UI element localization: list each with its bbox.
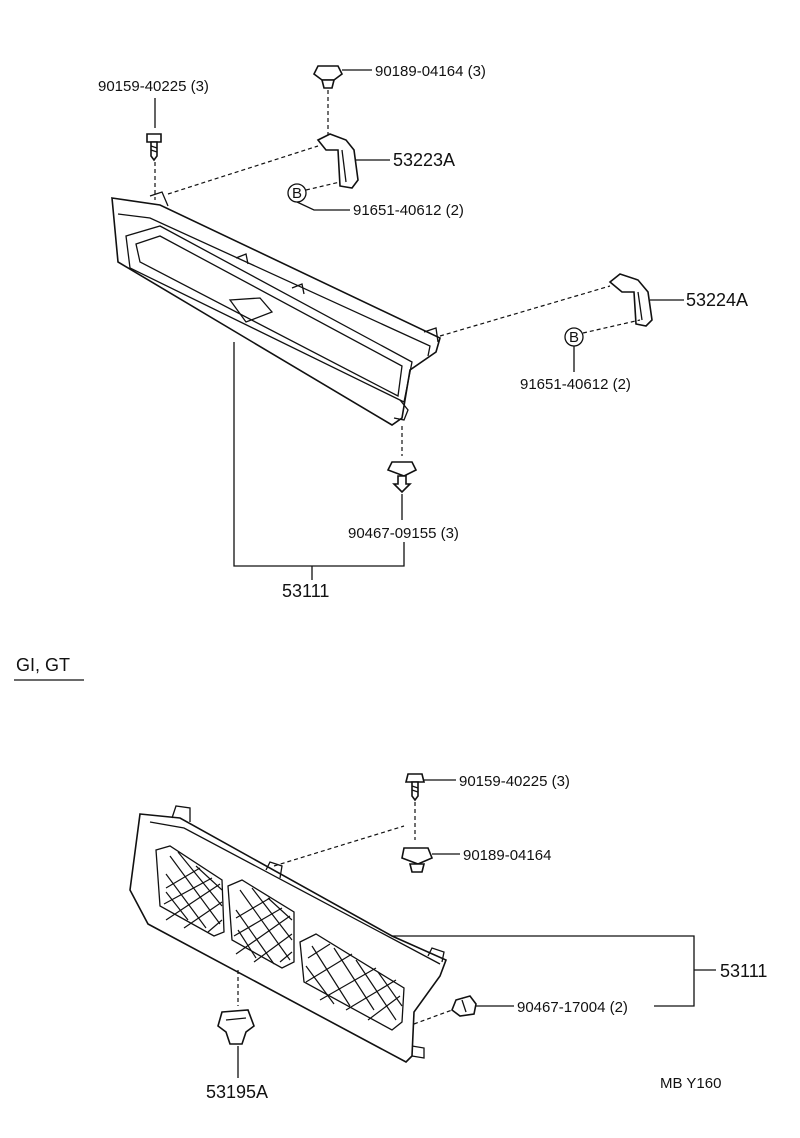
bolt-top-left-icon <box>146 133 162 162</box>
bottom-assembly: 90159-40225 (3) 90189-04164 53111 90467-… <box>129 773 767 1102</box>
marker-b-right-text: B <box>569 329 579 346</box>
label-screw-right: 91651-40612 (2) <box>520 376 631 393</box>
marker-b-left-text: B <box>292 185 302 202</box>
grille-top <box>111 191 441 426</box>
grille-bottom <box>129 805 448 1063</box>
marker-b-right-icon: B <box>564 327 584 347</box>
label-bolt-bottom: 90159-40225 (3) <box>459 773 570 790</box>
label-bracket-bottom: 53195A <box>206 1082 268 1102</box>
clip-bottom-icon <box>401 847 434 873</box>
label-bracket-right: 53224A <box>686 290 748 310</box>
variant-section: GI, GT <box>14 655 84 681</box>
label-screw-left: 91651-40612 (2) <box>353 202 464 219</box>
top-assembly: B B 90159-40225 (3) 90189-04164 (3) 5322… <box>98 63 748 601</box>
bracket-right-icon <box>608 273 653 327</box>
label-bracket-left: 53223A <box>393 150 455 170</box>
label-retainer: 90467-17004 (2) <box>517 999 628 1016</box>
label-bolt-top-left: 90159-40225 (3) <box>98 78 209 95</box>
label-clip-top: 90189-04164 (3) <box>375 63 486 80</box>
bracket-left-icon <box>316 133 359 189</box>
label-nut-bottom: 90467-09155 (3) <box>348 525 459 542</box>
label-clip-bottom: 90189-04164 <box>463 847 551 864</box>
clip-top-icon <box>312 65 344 89</box>
variant-label: GI, GT <box>16 655 70 675</box>
diagram-code: MB Y160 <box>660 1075 721 1092</box>
bracket-bottom-icon <box>217 1009 255 1045</box>
marker-b-left-icon: B <box>287 183 307 203</box>
nut-bottom-icon <box>386 461 418 494</box>
bolt-bottom-icon <box>404 773 426 802</box>
retainer-icon <box>451 995 477 1017</box>
label-grille-bottom: 53111 <box>720 961 767 981</box>
label-grille-top: 53111 <box>282 581 329 601</box>
